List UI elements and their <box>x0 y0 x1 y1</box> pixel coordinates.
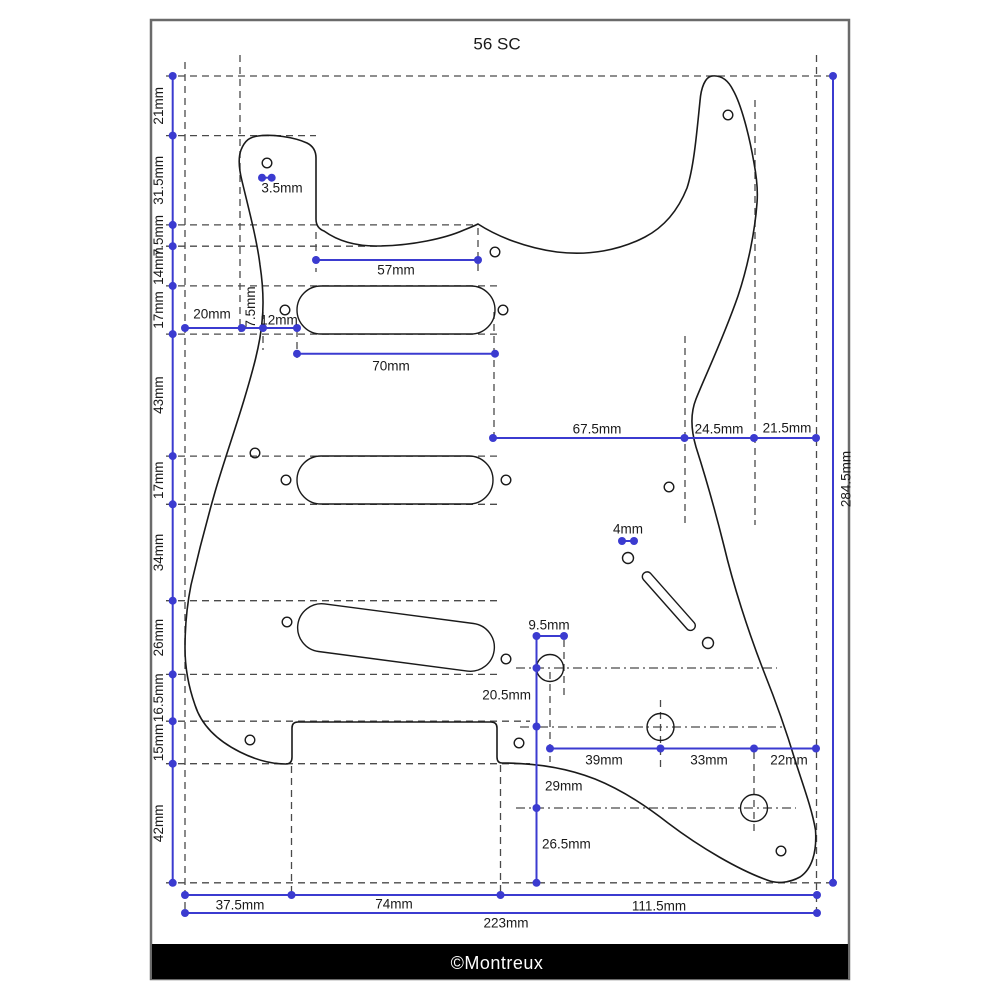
dim-4mm: 4mm <box>613 522 643 537</box>
dim-20mm: 20mm <box>193 307 231 322</box>
bridge-pickup-slot <box>296 603 496 672</box>
neck-pickup-screw-right <box>497 304 509 316</box>
dim-left-43mm: 43mm <box>151 376 166 414</box>
dim-33mm: 33mm <box>690 753 728 768</box>
bottom-right-screw-hole <box>775 845 787 857</box>
dim-12mm: 12mm <box>260 313 298 328</box>
dim-29mm: 29mm <box>545 779 583 794</box>
middle-pickup-screw-right <box>500 474 512 486</box>
right-edge-screw-hole <box>663 481 675 493</box>
dim-111-5mm: 111.5mm <box>632 899 686 914</box>
dim-9-5mm: 9.5mm <box>528 618 569 633</box>
tongue-screw-hole <box>261 157 273 169</box>
dim-7-5mm: 7.5mm <box>243 286 258 327</box>
bottom-left-screw-hole <box>244 734 256 746</box>
neck-pickup-slot <box>296 285 496 335</box>
dim-70mm: 70mm <box>372 359 410 374</box>
dim-24-5mm: 24.5mm <box>695 422 744 437</box>
neck-pickup-screw-left <box>279 304 291 316</box>
left-edge-screw-hole <box>249 447 261 459</box>
dim-20-5mm: 20.5mm <box>482 688 531 703</box>
dim-74mm: 74mm <box>375 897 413 912</box>
drawing-title: 56 SC <box>473 35 520 54</box>
footer-bar <box>152 944 848 979</box>
dimension-labels: 21mm 31.5mm 7.5mm 14mm 17mm 43mm 17mm 34… <box>151 87 854 930</box>
horn-screw-hole <box>722 109 734 121</box>
dim-left-26mm: 26mm <box>151 619 166 657</box>
bridge-pickup-screw-right <box>500 653 512 665</box>
dim-22mm: 22mm <box>770 753 808 768</box>
dim-neck-pocket: 57mm <box>377 263 415 278</box>
pickguard-outline <box>184 75 817 884</box>
dim-left-21mm: 21mm <box>151 87 166 125</box>
drawing-frame <box>149 18 851 981</box>
dim-left-17mm-a: 17mm <box>151 291 166 329</box>
dim-39mm: 39mm <box>585 753 623 768</box>
dim-left-16-5mm: 16.5mm <box>151 673 166 722</box>
dim-left-17mm-b: 17mm <box>151 461 166 499</box>
switch-screw-hole-bottom <box>701 636 715 650</box>
dim-left-34mm: 34mm <box>151 534 166 572</box>
brand-logo-text: ©Montreux <box>451 953 544 973</box>
dim-tongue-hole: 3.5mm <box>261 181 302 196</box>
dim-left-31-5mm: 31.5mm <box>151 156 166 205</box>
bridge-pickup-screw-left <box>281 616 293 628</box>
bottom-middle-screw-hole <box>513 737 525 749</box>
tone2-pot-hole <box>739 793 769 823</box>
switch-slot <box>641 571 696 632</box>
dim-total-height: 284.5mm <box>839 451 854 507</box>
dim-37-5mm: 37.5mm <box>216 898 265 913</box>
construction-lines <box>166 55 833 913</box>
dim-left-42mm: 42mm <box>151 805 166 843</box>
middle-pickup-slot <box>296 455 494 505</box>
dim-21-5mm: 21.5mm <box>763 421 812 436</box>
tone1-pot-hole <box>646 712 675 742</box>
dim-left-7-5mm: 7.5mm <box>151 215 166 256</box>
dimension-lines <box>168 72 837 917</box>
switch-screw-hole-top <box>621 551 635 565</box>
dim-left-14mm: 14mm <box>151 247 166 285</box>
pickguard-outline-group <box>184 75 817 884</box>
dim-total-width: 223mm <box>483 916 528 931</box>
dim-left-15mm: 15mm <box>151 724 166 762</box>
neck-pocket-screw-hole <box>489 246 501 258</box>
middle-pickup-screw-left <box>280 474 292 486</box>
dim-67-5mm: 67.5mm <box>573 422 622 437</box>
dim-26-5mm: 26.5mm <box>542 837 591 852</box>
